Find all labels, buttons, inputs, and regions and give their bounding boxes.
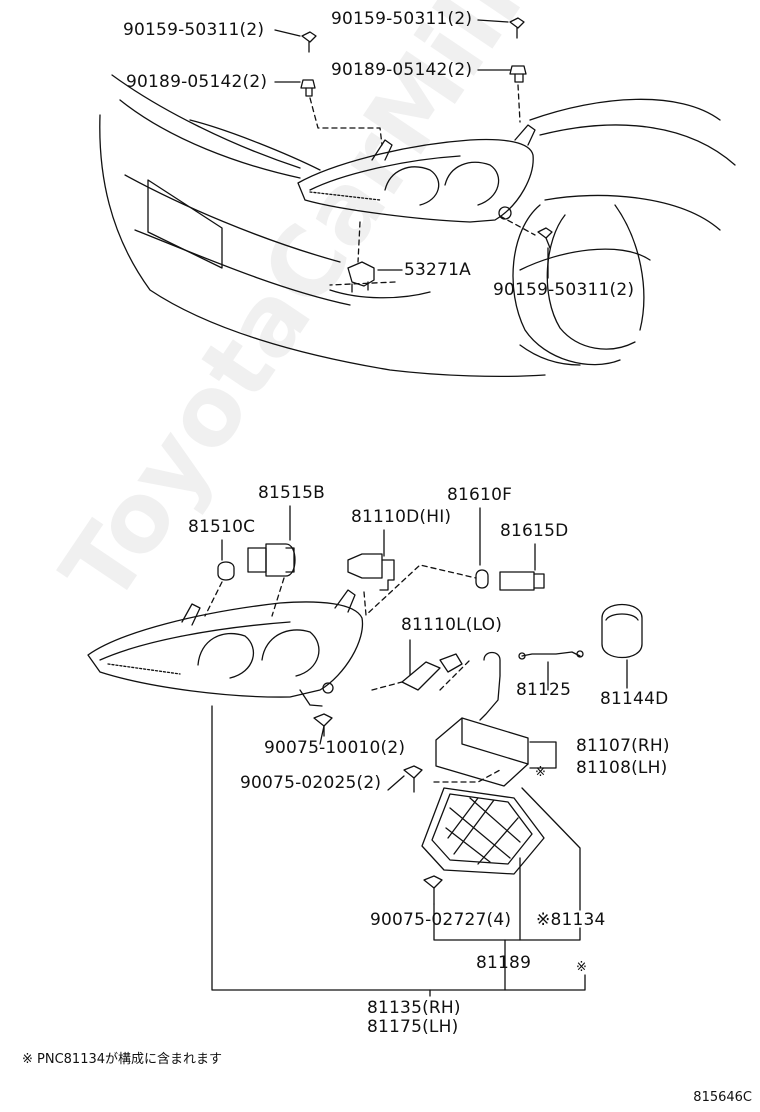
label-81144D: 81144D — [600, 689, 669, 709]
label-90159-50311-fender: 90159-50311(2) — [493, 280, 635, 300]
screw-90075-02727 — [423, 875, 443, 889]
nut-90189-right — [509, 65, 527, 75]
bulb-81110L — [401, 661, 441, 691]
label-90075-02025: 90075-02025(2) — [240, 773, 382, 793]
label-90075-10010: 90075-10010(2) — [264, 738, 406, 758]
label-90075-02727: 90075-02727(4) — [370, 910, 512, 930]
bulbs — [217, 543, 643, 691]
cover-mesh — [445, 797, 521, 865]
bottom-leaders — [204, 505, 628, 997]
fender-arch — [512, 204, 621, 366]
headlamp-assembly — [87, 589, 364, 707]
label-81134: ※81134 — [536, 910, 606, 930]
label-81110L: 81110L(LO) — [401, 617, 502, 634]
screw-90159-left — [301, 31, 317, 43]
top-fasteners — [300, 17, 553, 293]
label-81110D-number: 81110D — [351, 507, 420, 527]
ballast-81107 — [435, 717, 529, 787]
wire-81125 — [521, 651, 581, 657]
diagram-code: 815646C — [693, 1090, 752, 1105]
label-81107-mark: ※ — [535, 765, 547, 780]
car-body-outline — [99, 74, 736, 378]
label-90189-05142-right: 90189-05142(2) — [331, 60, 473, 80]
label-81107: 81107(RH) — [576, 736, 670, 756]
label-81189-mark: ※ — [576, 960, 588, 975]
label-81110L-suffix: (LO) — [465, 615, 503, 635]
label-81125: 81125 — [516, 680, 572, 700]
label-81110D: 81110D(HI) — [351, 509, 451, 526]
bulb-81610F — [475, 569, 489, 589]
ballast-cable — [479, 651, 501, 721]
label-81110D-suffix: (HI) — [419, 507, 452, 527]
label-90189-05142-left: 90189-05142(2) — [126, 72, 268, 92]
bulb-81515B — [247, 547, 267, 573]
bulb-81510C — [217, 561, 235, 581]
bulb-81110D — [347, 553, 383, 579]
label-53271A: 53271A — [404, 260, 471, 280]
label-81515B: 81515B — [258, 483, 325, 503]
label-81610F: 81610F — [447, 485, 513, 505]
label-81615D: 81615D — [500, 521, 569, 541]
label-81510C: 81510C — [188, 517, 256, 537]
screw-90159-right — [509, 17, 525, 29]
bracket-53271A — [347, 261, 375, 287]
footnote: ※ PNC81134が構成に含まれます — [22, 1052, 223, 1067]
label-81135: 81135(RH) — [367, 998, 461, 1018]
label-90159-50311-right: 90159-50311(2) — [331, 9, 473, 29]
label-81110L-number: 81110L — [401, 615, 466, 635]
installed-headlamp — [297, 124, 536, 223]
socket-81615D — [499, 571, 535, 591]
license-plate — [147, 179, 223, 269]
ballast-and-cover — [313, 651, 545, 905]
label-81175: 81175(LH) — [367, 1017, 459, 1037]
nut-90189-left — [300, 79, 316, 89]
cover-gasket-81134 — [421, 787, 545, 875]
cap-81144D — [601, 604, 643, 658]
label-81189: 81189 — [476, 953, 532, 973]
screw-90075-10010 — [313, 713, 333, 727]
label-81108: 81108(LH) — [576, 758, 668, 778]
top-leaders — [274, 19, 549, 286]
screw-90159-fender — [537, 227, 553, 239]
screw-90075-02025 — [403, 765, 423, 779]
label-90159-50311-left: 90159-50311(2) — [123, 20, 265, 40]
